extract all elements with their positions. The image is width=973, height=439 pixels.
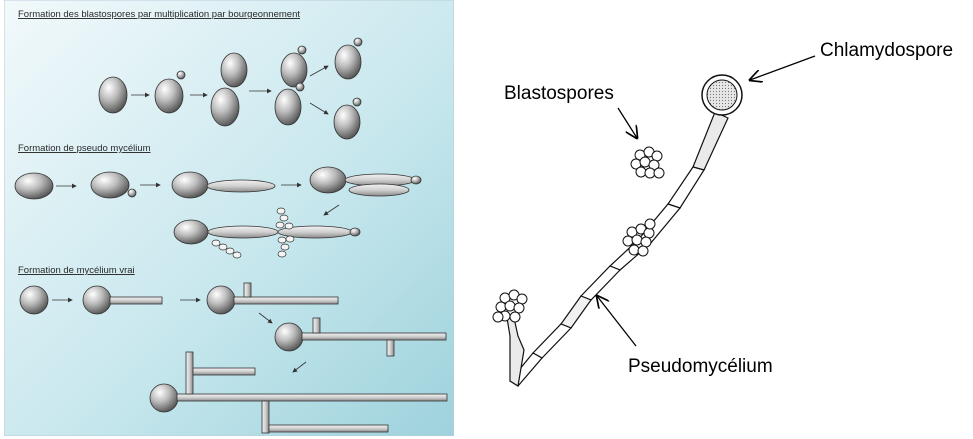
- budding-schematic-panel: Formation des blastospores par multiplic…: [4, 0, 454, 436]
- small-bud: [177, 71, 185, 79]
- separated-cell: [275, 89, 301, 125]
- candida-morphology-drawing: Chlamydospore Blastospores Pseudomycéliu…: [460, 0, 973, 439]
- section-title-blastospores: Formation des blastospores par multiplic…: [18, 9, 300, 20]
- arrow-blastospores: [618, 108, 637, 138]
- section-title-true-mycelium: Formation de mycélium vrai: [18, 265, 135, 276]
- budding-cell: [155, 79, 183, 113]
- mother-cell: [99, 77, 127, 113]
- label-chlamydospore: Chlamydospore: [820, 40, 953, 61]
- blastospore-cluster-lower: [493, 290, 527, 322]
- daughter-cell: [281, 53, 307, 87]
- budding-schematic: Formation des blastospores par multiplic…: [4, 0, 454, 436]
- candida-morphology-panel: Chlamydospore Blastospores Pseudomycéliu…: [460, 0, 973, 439]
- section-title-pseudomycelium: Formation de pseudo mycélium: [18, 143, 151, 154]
- pseudomycelium-filament: [510, 112, 728, 386]
- mother-cell-2: [211, 88, 239, 126]
- growing-bud: [221, 53, 247, 87]
- chlamydospore-cell: [702, 75, 742, 115]
- arrow-pseudomycelium: [597, 296, 636, 346]
- arrow-chlamydospore: [750, 56, 815, 80]
- label-pseudomycelium: Pseudomycélium: [628, 356, 773, 377]
- label-blastospores: Blastospores: [504, 83, 614, 104]
- blastospore-cluster-upper: [631, 147, 664, 178]
